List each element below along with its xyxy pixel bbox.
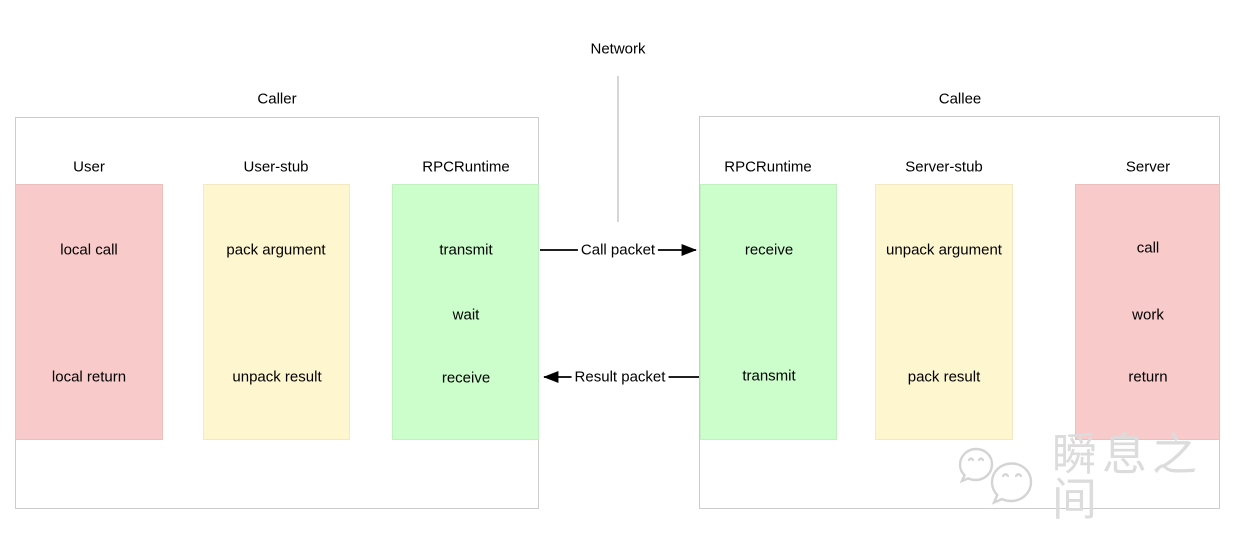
result-packet-label: Result packet [571,368,669,386]
caller-user-stub-box [203,184,350,440]
step-wait: wait [452,306,480,324]
caller-rpcruntime-box [392,184,539,440]
caller-user-box [15,184,163,440]
step-receive-l: receive [441,369,491,387]
step-local-call: local call [60,241,118,259]
header-rpcruntime-r: RPCRuntime [724,158,812,176]
step-unpack-argument: unpack argument [886,241,1002,259]
step-work: work [1132,306,1164,324]
step-local-return: local return [51,368,127,386]
network-label: Network [590,40,646,58]
watermark: 瞬息之间 [958,432,1216,522]
step-call: call [1136,239,1160,257]
callee-rpcruntime-box [700,184,837,440]
header-user: User [73,158,105,176]
caller-title: Caller [257,90,297,108]
step-return: return [1128,368,1168,386]
step-pack-argument: pack argument [226,241,326,259]
wechat-chat-bubbles-icon [958,447,1033,505]
step-receive-r: receive [744,241,794,259]
callee-server-box [1075,184,1220,440]
step-transmit-l: transmit [439,241,493,259]
callee-server-stub-box [875,184,1013,440]
callee-title: Callee [938,90,982,108]
call-packet-label: Call packet [577,241,659,259]
watermark-text: 瞬息之间 [1052,429,1203,525]
header-server: Server [1125,158,1171,176]
step-transmit-r: transmit [742,367,796,385]
header-rpcruntime-l: RPCRuntime [422,158,510,176]
header-server-stub: Server-stub [905,158,983,176]
step-unpack-result: unpack result [232,368,322,386]
step-pack-result: pack result [907,368,981,386]
header-user-stub: User-stub [243,158,309,176]
